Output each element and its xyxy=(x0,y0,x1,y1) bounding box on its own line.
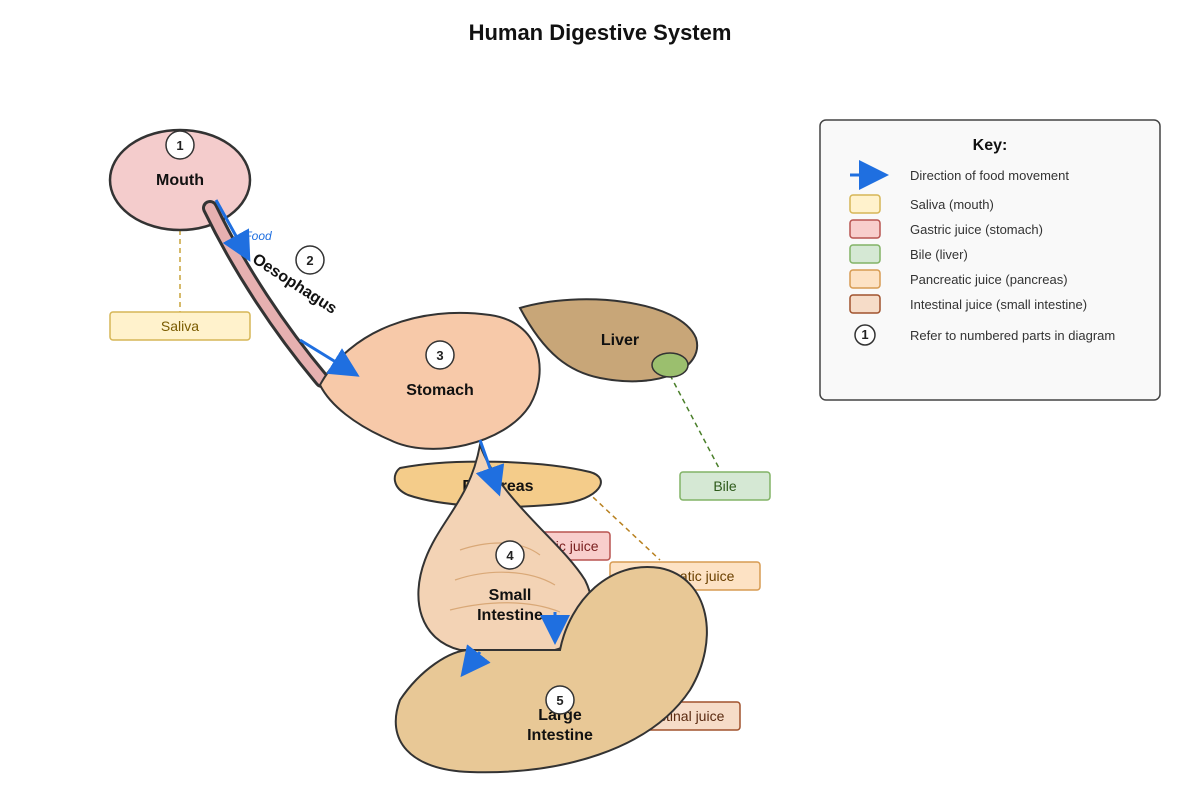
svg-text:Bile (liver): Bile (liver) xyxy=(910,247,968,262)
svg-text:4: 4 xyxy=(506,548,514,563)
small-intestine-fold-3 xyxy=(449,602,561,613)
svg-text:Intestinal juice (small intest: Intestinal juice (small intestine) xyxy=(910,297,1087,312)
food-arrow-2 xyxy=(299,338,360,377)
pancreatic-connector xyxy=(579,484,661,561)
legend-item-saliva: Saliva (mouth) xyxy=(849,194,994,214)
number-badge-1: 1 xyxy=(165,130,195,160)
food-arrow-1 xyxy=(214,199,251,262)
large-intestine-shape xyxy=(394,565,708,774)
gastric-swatch xyxy=(849,219,881,239)
saliva-label: Saliva xyxy=(161,318,199,334)
page-title: Human Digestive System xyxy=(469,20,732,45)
legend-item-intestinal: Intestinal juice (small intestine) xyxy=(849,294,1087,314)
number-badge-3: 3 xyxy=(425,340,455,370)
number-badge-4: 4 xyxy=(495,540,525,570)
saliva-label-box xyxy=(109,311,251,341)
svg-text:Pancreatic juice (pancreas): Pancreatic juice (pancreas) xyxy=(910,272,1068,287)
bile-connector xyxy=(669,374,721,471)
saliva-swatch xyxy=(849,194,881,214)
svg-text:Saliva (mouth): Saliva (mouth) xyxy=(910,197,994,212)
bile-label-box xyxy=(679,471,771,501)
food-arrow-3 xyxy=(475,439,505,497)
food-arrow-5 xyxy=(460,644,491,678)
intestinal-swatch xyxy=(849,294,881,314)
number-badge-icon xyxy=(854,324,876,346)
legend-item-number: 1 Refer to numbered parts in diagram xyxy=(854,324,1115,346)
svg-text:1: 1 xyxy=(861,327,868,342)
small-intestine-label-2: Intestine xyxy=(477,607,543,624)
legend: Key: Direction of food movement Saliva (… xyxy=(819,119,1161,401)
large-intestine-label-1: Large xyxy=(538,707,582,724)
number-badge-2: 2 xyxy=(295,245,325,275)
food-arrow-label: Food xyxy=(244,229,272,243)
svg-text:Refer to numbered parts in dia: Refer to numbered parts in diagram xyxy=(910,328,1115,343)
mouth-label: Mouth xyxy=(156,172,204,189)
oesophagus-shape xyxy=(205,203,327,385)
bile-label: Bile xyxy=(713,478,737,494)
small-intestine-fold-2 xyxy=(454,571,556,586)
gallbladder-shape xyxy=(651,352,689,378)
svg-text:2: 2 xyxy=(306,253,313,268)
svg-text:1: 1 xyxy=(176,138,183,153)
stomach-label: Stomach xyxy=(406,382,474,399)
large-intestine-label-2: Intestine xyxy=(527,727,593,744)
legend-box xyxy=(819,119,1161,401)
svg-text:5: 5 xyxy=(556,693,563,708)
bile-swatch xyxy=(849,244,881,264)
liver-label: Liver xyxy=(601,332,639,349)
pancreatic-swatch xyxy=(849,269,881,289)
legend-item-gastric: Gastric juice (stomach) xyxy=(849,219,1043,239)
legend-item-pancreatic: Pancreatic juice (pancreas) xyxy=(849,269,1068,289)
legend-title: Key: xyxy=(973,137,1008,154)
svg-text:3: 3 xyxy=(436,348,443,363)
stomach-shape xyxy=(318,311,541,450)
small-intestine-label-1: Small xyxy=(489,587,532,604)
legend-item-bile: Bile (liver) xyxy=(849,244,968,264)
svg-text:Gastric juice (stomach): Gastric juice (stomach) xyxy=(910,222,1043,237)
legend-item-direction: Direction of food movement xyxy=(850,160,1069,190)
svg-text:Direction of food movement: Direction of food movement xyxy=(910,168,1069,183)
number-badge-5: 5 xyxy=(545,685,575,715)
